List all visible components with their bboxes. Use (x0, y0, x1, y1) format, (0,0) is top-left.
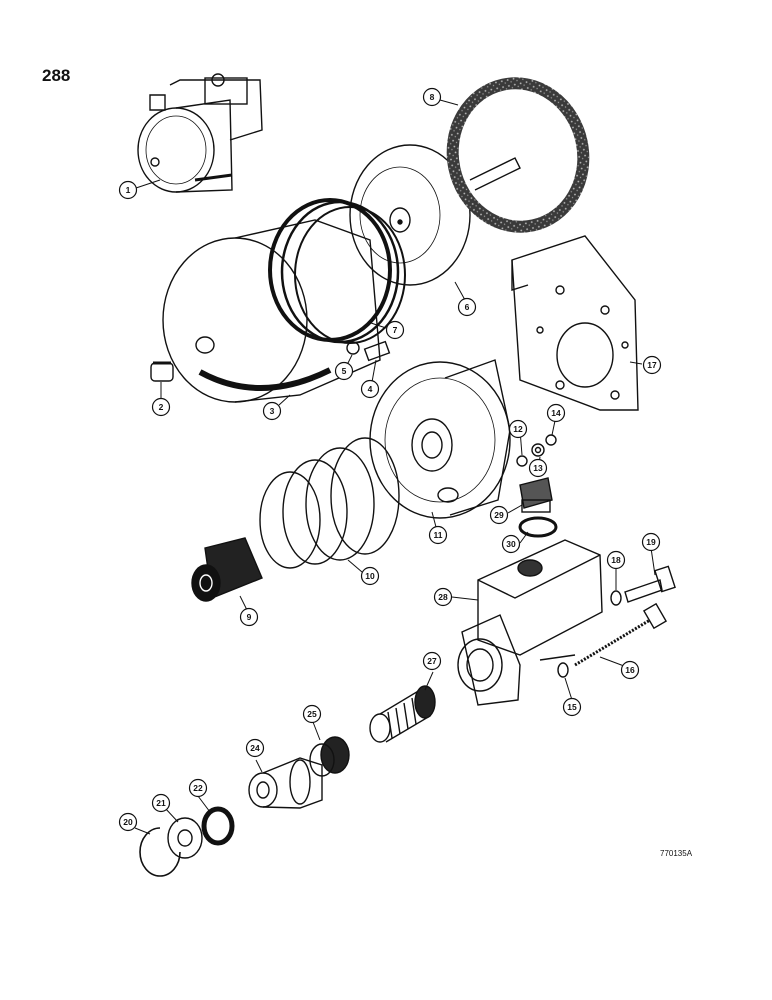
callout-22: 22 (188, 778, 208, 798)
callout-1: 1 (118, 180, 138, 200)
callout-28: 28 (433, 587, 453, 607)
part-6-diaphragm-illustration (349, 144, 521, 286)
part-5-washer-illustration (346, 341, 360, 355)
part-11-cover-illustration (369, 359, 511, 519)
svg-text:22: 22 (193, 783, 203, 793)
svg-text:19: 19 (646, 537, 656, 547)
part-16-long-bolt-illustration (574, 602, 668, 667)
part-14-washer-illustration (545, 434, 557, 446)
svg-text:8: 8 (430, 92, 435, 102)
part-24-piston-illustration (248, 757, 323, 809)
svg-text:11: 11 (434, 530, 443, 540)
part-7-seal-bands-illustration (268, 198, 406, 344)
part-28-master-cylinder-illustration (457, 539, 603, 706)
part-8-gasket-illustration (446, 77, 590, 233)
part-21-washer-illustration (167, 817, 203, 859)
callout-15: 15 (562, 697, 582, 717)
part-13-nut-illustration (531, 443, 545, 457)
callout-12: 12 (508, 419, 528, 439)
svg-text:1: 1 (126, 185, 131, 195)
callout-4: 4 (360, 379, 380, 399)
svg-text:7: 7 (393, 325, 398, 335)
svg-text:21: 21 (156, 798, 166, 808)
svg-text:13: 13 (533, 463, 543, 473)
callout-3: 3 (262, 401, 282, 421)
svg-text:29: 29 (494, 510, 504, 520)
svg-text:14: 14 (551, 408, 561, 418)
callout-13: 13 (528, 458, 548, 478)
svg-text:10: 10 (365, 571, 375, 581)
callout-21: 21 (151, 793, 171, 813)
callout-19: 19 (641, 532, 661, 552)
svg-text:28: 28 (438, 592, 448, 602)
part-18-washer-illustration (610, 590, 622, 606)
callout-9: 9 (239, 607, 259, 627)
svg-text:30: 30 (506, 539, 516, 549)
svg-text:24: 24 (250, 743, 260, 753)
svg-text:2: 2 (159, 402, 164, 412)
callout-5: 5 (334, 361, 354, 381)
callout-27: 27 (422, 651, 442, 671)
svg-text:5: 5 (342, 366, 347, 376)
svg-text:4: 4 (368, 384, 373, 394)
svg-text:25: 25 (307, 709, 317, 719)
callouts: 1 2 3 4 5 6 7 8 9 10 11 12 13 14 15 16 1… (118, 87, 662, 832)
page-number: 288 (42, 66, 71, 85)
svg-text:16: 16 (625, 665, 635, 675)
callout-10: 10 (360, 566, 380, 586)
callout-29: 29 (489, 505, 509, 525)
svg-text:9: 9 (247, 612, 252, 622)
part-17-mounting-plate-illustration (511, 235, 639, 411)
part-2-plug-illustration (150, 361, 174, 382)
callout-7: 7 (385, 320, 405, 340)
callout-11: 11 (428, 525, 448, 545)
part-19-bolt-illustration (624, 565, 676, 603)
part-15-washer-illustration (557, 662, 569, 678)
callout-17: 17 (642, 355, 662, 375)
callout-30: 30 (501, 534, 521, 554)
part-12-ring-illustration (516, 455, 528, 467)
callout-14: 14 (546, 403, 566, 423)
part-30-gasket-illustration (518, 516, 558, 538)
svg-text:12: 12 (513, 424, 523, 434)
svg-text:20: 20 (123, 817, 133, 827)
svg-text:15: 15 (567, 702, 577, 712)
part-10-spring-illustration (259, 437, 400, 569)
callout-6: 6 (457, 297, 477, 317)
callout-20: 20 (118, 812, 138, 832)
part-29-filler-plug-illustration (519, 477, 553, 513)
part-25-cup-illustration (309, 736, 350, 777)
callout-24: 24 (245, 738, 265, 758)
part-4-bolt-illustration (363, 340, 391, 362)
svg-text:3: 3 (270, 406, 275, 416)
svg-text:17: 17 (647, 360, 657, 370)
callout-8: 8 (422, 87, 442, 107)
callout-16: 16 (620, 660, 640, 680)
svg-text:18: 18 (611, 555, 621, 565)
part-9-boot-illustration (191, 537, 263, 602)
callout-2: 2 (151, 397, 171, 417)
part-22-seal-illustration (201, 806, 235, 846)
callout-25: 25 (302, 704, 322, 724)
svg-text:27: 27 (427, 656, 437, 666)
part-27-piston-spring-illustration (369, 685, 436, 743)
drawing-code: 770135A (660, 849, 693, 858)
svg-text:6: 6 (465, 302, 470, 312)
part-1-housing-illustration (137, 73, 263, 193)
part-20-snap-ring-illustration (139, 827, 181, 877)
callout-18: 18 (606, 550, 626, 570)
